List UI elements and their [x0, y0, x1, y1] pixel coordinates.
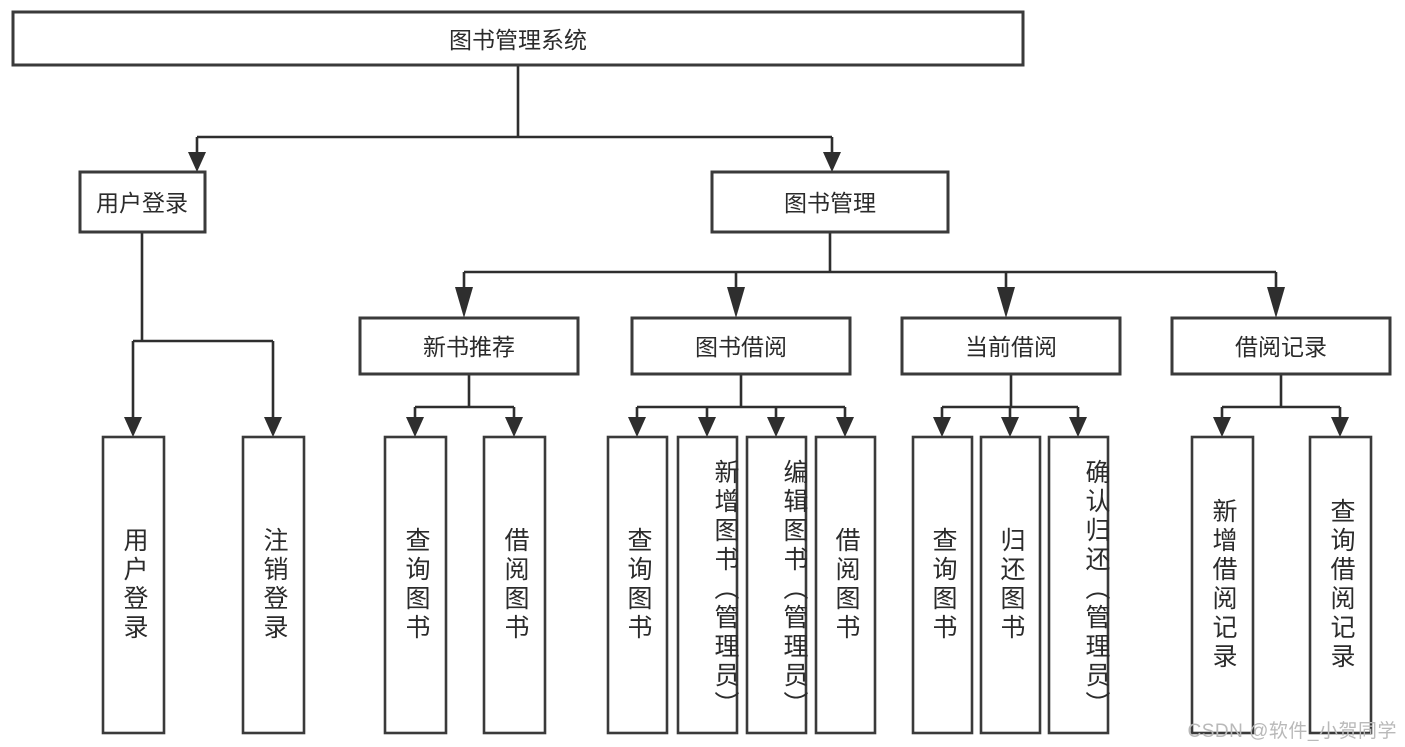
arrowhead-to-current-borrow: [997, 287, 1015, 318]
arrowhead-to-new-book-rec: [455, 287, 473, 318]
leaf-box-borrow-book-nbr[interactable]: [482, 435, 547, 735]
arrowhead-br-leaf-2: [1331, 417, 1349, 437]
leaf-box-query-book-nbr[interactable]: [383, 435, 448, 735]
arrowhead-to-leaf-logout: [264, 417, 282, 437]
node-book-borrow-box[interactable]: [630, 316, 852, 376]
leaf-box-layer: [101, 435, 1373, 735]
node-root[interactable]: 图书管理系统: [11, 10, 1025, 67]
arrowhead-nbr-leaf-1: [406, 417, 424, 437]
csdn-watermark: CSDN @软件_小贺同学: [1187, 721, 1397, 742]
arrowhead-to-borrow-record: [1267, 287, 1285, 318]
leaf-box-confirm-return-admin[interactable]: [1047, 435, 1110, 735]
arrowhead-cb-leaf-3: [1069, 417, 1087, 437]
edge-borrow-record-to-bus: [1220, 374, 1342, 417]
leaf-box-query-borrow-record[interactable]: [1308, 435, 1373, 735]
node-borrow-record-box[interactable]: [1170, 316, 1392, 376]
node-book-management-label: 图书管理: [784, 190, 876, 216]
leaf-box-logout[interactable]: [241, 435, 306, 735]
node-new-book-recommend[interactable]: 新书推荐: [358, 316, 580, 376]
arrowhead-to-leaf-user-login: [124, 417, 142, 437]
leaf-box-return-book[interactable]: [979, 435, 1042, 735]
node-user-login-box[interactable]: [78, 170, 207, 234]
edge-current-borrow-to-bus: [940, 374, 1080, 417]
arrowhead-bb-leaf-2: [698, 417, 716, 437]
edge-book-borrow-to-bus: [635, 374, 847, 417]
arrowhead-cb-leaf-1: [933, 417, 951, 437]
arrowhead-nbr-leaf-2: [505, 417, 523, 437]
arrowhead-bb-leaf-4: [836, 417, 854, 437]
arrowhead-to-book-borrow: [727, 287, 745, 318]
arrowhead-to-user-login: [188, 152, 206, 172]
node-user-login[interactable]: 用户登录: [78, 170, 207, 234]
leaf-box-add-book-admin[interactable]: [676, 435, 739, 735]
node-borrow-record[interactable]: 借阅记录: [1170, 316, 1392, 376]
leaf-box-borrow-book-bb[interactable]: [814, 435, 877, 735]
node-book-borrow-label: 图书借阅: [695, 334, 787, 360]
arrowhead-bb-leaf-1: [628, 417, 646, 437]
arrowhead-cb-leaf-2: [1001, 417, 1019, 437]
leaf-box-add-borrow-record[interactable]: [1190, 435, 1255, 735]
node-current-borrow[interactable]: 当前借阅: [900, 316, 1122, 376]
node-user-login-label: 用户登录: [96, 190, 188, 216]
node-book-borrow[interactable]: 图书借阅: [630, 316, 852, 376]
edge-book-mgmt-to-bus: [462, 232, 1278, 287]
node-root-box[interactable]: [11, 10, 1025, 67]
node-borrow-record-label: 借阅记录: [1235, 334, 1327, 360]
node-new-book-recommend-box[interactable]: [358, 316, 580, 376]
arrowhead-br-leaf-1: [1213, 417, 1231, 437]
edge-user-login-to-bus: [131, 232, 275, 417]
arrowhead-bb-leaf-3: [767, 417, 785, 437]
node-book-management[interactable]: 图书管理: [710, 170, 950, 234]
leaf-box-query-book-cb[interactable]: [911, 435, 974, 735]
node-root-label: 图书管理系统: [449, 27, 587, 53]
node-book-management-box[interactable]: [710, 170, 950, 234]
node-current-borrow-box[interactable]: [900, 316, 1122, 376]
edge-new-book-rec-to-bus: [413, 374, 516, 417]
leaf-box-user-login[interactable]: [101, 435, 166, 735]
leaf-box-edit-book-admin[interactable]: [745, 435, 808, 735]
arrowhead-to-book-mgmt: [823, 152, 841, 172]
node-current-borrow-label: 当前借阅: [965, 334, 1057, 360]
node-new-book-recommend-label: 新书推荐: [423, 334, 515, 360]
leaf-box-query-book-bb[interactable]: [606, 435, 669, 735]
edge-root-to-bus: [195, 65, 834, 152]
connector-layer: [124, 65, 1349, 437]
